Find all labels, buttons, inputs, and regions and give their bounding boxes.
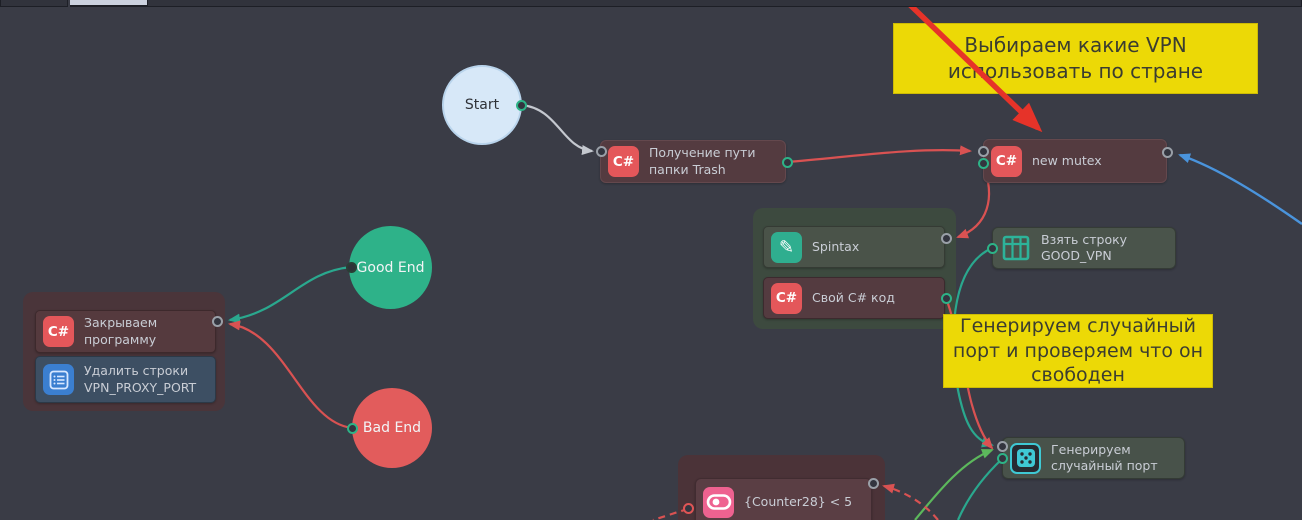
port-random-port-out[interactable] [996, 452, 1008, 464]
tab-bar-fragment [147, 0, 1302, 7]
annotation-port-note[interactable]: Генерируем случайный порт и проверяем чт… [943, 314, 1213, 388]
port-good-end-in[interactable] [345, 261, 357, 273]
annotation-text: Выбираем какие VPN использовать по стран… [947, 33, 1204, 83]
node-label: Удалить строки VPN_PROXY_PORT [84, 363, 197, 395]
table-icon [1000, 233, 1031, 264]
port-trash-in[interactable] [595, 145, 607, 157]
condition-toggle-icon [703, 486, 734, 518]
node-get-trash-path[interactable]: C# Получение пути папки Trash [600, 140, 786, 183]
port-close-program-right[interactable] [211, 315, 223, 327]
node-good-end[interactable]: Good End [349, 226, 432, 309]
node-label: Генерируем случайный порт [1051, 441, 1158, 473]
pencil-icon: ✎ [771, 231, 802, 263]
csharp-icon-label: C# [995, 153, 1018, 169]
node-bad-end[interactable]: Bad End [352, 388, 432, 468]
tab-strip [0, 0, 1302, 8]
port-good-vpn-left[interactable] [986, 242, 998, 254]
port-mutex-in[interactable] [977, 145, 989, 157]
csharp-icon-label: C# [775, 290, 798, 306]
port-random-port-in[interactable] [996, 440, 1008, 452]
port-start-out[interactable] [515, 99, 527, 111]
start-label: Start [464, 97, 500, 113]
dice-icon [1010, 442, 1041, 474]
port-counter-bottom[interactable] [682, 502, 694, 514]
annotation-vpn-note[interactable]: Выбираем какие VPN использовать по стран… [893, 23, 1258, 94]
node-label: Взять строку GOOD_VPN [1041, 231, 1128, 263]
node-label: Свой C# код [812, 289, 895, 305]
port-own-code-right[interactable] [940, 292, 952, 304]
port-counter-right[interactable] [867, 477, 879, 489]
csharp-icon: C# [771, 282, 802, 314]
active-tab-fragment[interactable] [70, 0, 147, 7]
node-label: Получение пути папки Trash [649, 145, 756, 177]
node-take-row-good-vpn[interactable]: Взять строку GOOD_VPN [992, 227, 1176, 269]
list-icon [43, 364, 74, 395]
csharp-icon: C# [991, 145, 1022, 177]
node-label: new mutex [1032, 152, 1102, 168]
csharp-icon-label: C# [47, 323, 70, 340]
pencil-icon-glyph: ✎ [778, 236, 795, 258]
csharp-icon: C# [608, 146, 639, 177]
node-counter-condition[interactable]: {Counter28} < 5 [695, 478, 872, 520]
annotation-text: Генерируем случайный порт и проверяем чт… [952, 314, 1204, 387]
node-label: Закрываем программу [84, 315, 158, 347]
node-spintax[interactable]: ✎ Spintax [763, 226, 945, 268]
node-delete-rows[interactable]: Удалить строки VPN_PROXY_PORT [35, 356, 216, 403]
tab-fragment[interactable] [0, 0, 68, 7]
port-mutex-out[interactable] [977, 157, 989, 169]
good-end-label: Good End [356, 259, 425, 276]
node-start[interactable]: Start [442, 65, 522, 145]
node-label: {Counter28} < 5 [744, 493, 853, 509]
node-new-mutex[interactable]: C# new mutex [983, 139, 1167, 183]
port-mutex-right[interactable] [1161, 146, 1173, 158]
bad-end-label: Bad End [362, 420, 422, 436]
node-label: Spintax [812, 238, 860, 254]
node-close-program[interactable]: C# Закрываем программу [35, 310, 216, 353]
node-own-csharp-code[interactable]: C# Свой C# код [763, 277, 945, 319]
node-generate-random-port[interactable]: Генерируем случайный порт [1002, 437, 1185, 479]
port-trash-out[interactable] [781, 156, 793, 168]
port-bad-end-in[interactable] [346, 422, 358, 434]
csharp-icon-label: C# [612, 153, 635, 170]
csharp-icon: C# [43, 316, 74, 347]
port-spintax-right[interactable] [940, 232, 952, 244]
